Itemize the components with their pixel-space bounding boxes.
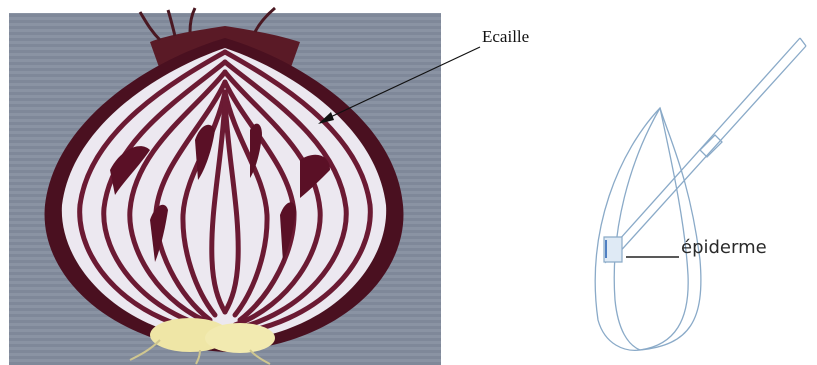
epidermis-fragment (604, 237, 622, 262)
ecaille-pointer-line (322, 47, 480, 121)
label-epiderme: épiderme (681, 237, 767, 258)
scale-drawing (595, 108, 701, 350)
onion-cross-section (45, 8, 404, 364)
label-ecaille: Ecaille (482, 27, 529, 47)
forceps-icon (606, 38, 806, 262)
